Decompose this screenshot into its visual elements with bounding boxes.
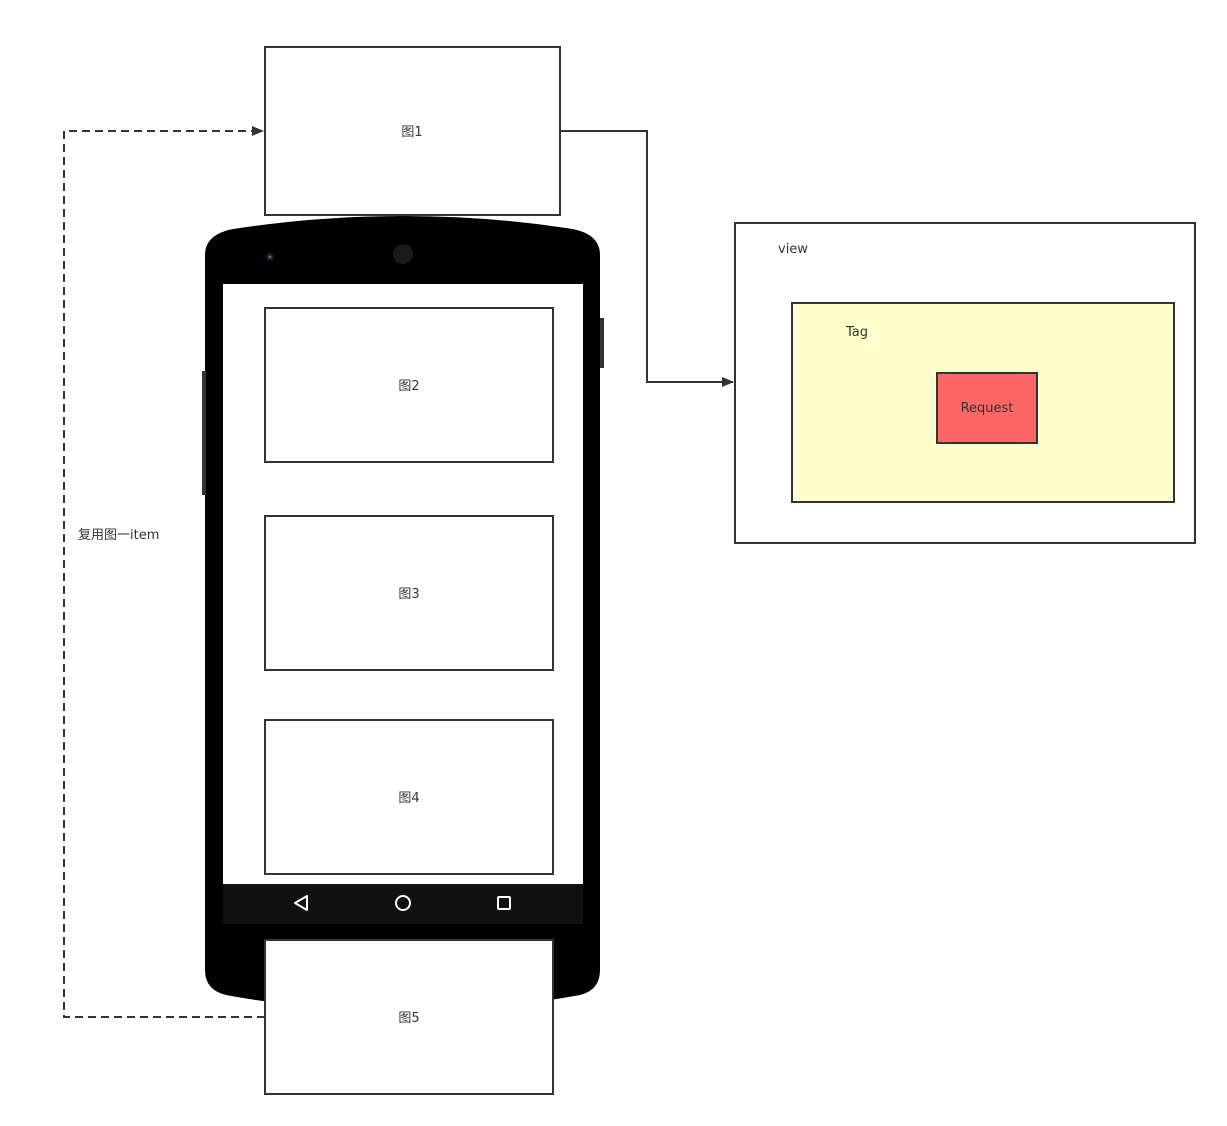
item-box-3[interactable]: 图3 (264, 515, 554, 671)
item-box-2[interactable]: 图2 (264, 307, 554, 463)
phone-side-button-left (202, 371, 206, 495)
reuse-dashed-connector (63, 126, 265, 1018)
item-box-1[interactable]: 图1 (264, 46, 561, 216)
item-box-5[interactable]: 图5 (264, 939, 554, 1095)
phone-camera-icon (393, 244, 413, 264)
request-label: Request (961, 401, 1014, 416)
recents-icon[interactable] (497, 896, 511, 910)
home-icon[interactable] (395, 895, 411, 911)
item1-to-view-connector (560, 130, 734, 387)
request-box[interactable]: Request (936, 372, 1038, 444)
item-box-5-label: 图5 (398, 1011, 419, 1026)
view-label: view (778, 242, 808, 257)
item-box-2-label: 图2 (398, 379, 419, 394)
phone-sensor-dot (268, 255, 272, 259)
item-box-4-label: 图4 (398, 791, 419, 806)
reuse-label: 复用图一item (78, 528, 159, 543)
item-box-3-label: 图3 (398, 587, 419, 602)
tag-label: Tag (845, 325, 868, 340)
item-box-1-label: 图1 (401, 125, 422, 140)
phone-side-button-right (600, 318, 604, 368)
back-icon[interactable] (294, 895, 308, 911)
item-box-4[interactable]: 图4 (264, 719, 554, 875)
phone-nav-bar (223, 884, 583, 924)
